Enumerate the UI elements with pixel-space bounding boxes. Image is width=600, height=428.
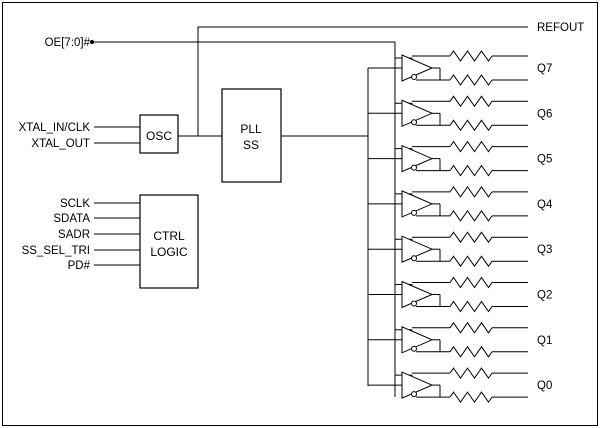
series-resistor-top	[449, 95, 493, 108]
series-resistor-bottom	[449, 164, 493, 177]
sclk-label: SCLK	[60, 198, 90, 210]
inversion-bubble	[411, 391, 417, 398]
output-buffer-triangle	[401, 144, 434, 173]
output-label-q2: Q2	[537, 290, 552, 302]
inversion-bubble	[411, 300, 417, 307]
series-resistor-bottom	[449, 255, 493, 268]
series-resistor-top	[449, 231, 493, 244]
output-label-q3: Q3	[537, 244, 552, 256]
inversion-bubble	[411, 164, 417, 171]
output-label-q4: Q4	[537, 199, 553, 211]
ctrl-logic-block	[139, 194, 199, 289]
series-resistor-top	[449, 140, 493, 153]
xtal-out-label: XTAL_OUT	[31, 138, 90, 150]
series-resistor-bottom	[449, 391, 493, 403]
oe-bus-end-dot	[90, 40, 94, 44]
output-buffer-triangle	[401, 280, 434, 309]
series-resistor-top	[449, 321, 493, 334]
inversion-bubble	[411, 74, 417, 80]
xtal-in-label: XTAL_IN/CLK	[19, 122, 91, 134]
output-label-q7: Q7	[537, 63, 552, 75]
pll-label-line1: PLL	[240, 122, 262, 136]
output-label-q1: Q1	[537, 335, 552, 347]
osc-label: OSC	[146, 129, 172, 143]
series-resistor-bottom	[449, 119, 493, 132]
inversion-bubble	[411, 209, 417, 216]
series-resistor-top	[449, 186, 493, 198]
output-stage-q2: Q2	[368, 276, 552, 313]
inversion-bubble	[411, 255, 417, 262]
refout-wire	[197, 26, 528, 136]
output-stage-q1: Q1	[368, 321, 552, 358]
series-resistor-bottom	[449, 300, 493, 313]
series-resistor-bottom	[449, 345, 493, 358]
output-stage-q6: Q6	[368, 95, 552, 132]
wiring	[90, 26, 528, 397]
ss-sel-tri-label: SS_SEL_TRI	[22, 245, 90, 257]
ctrl-label-line2: LOGIC	[150, 245, 188, 259]
inversion-bubble	[411, 345, 417, 352]
output-stage-q4: Q4	[368, 186, 553, 222]
inversion-bubble	[411, 119, 417, 126]
sadr-label: SADR	[58, 229, 90, 241]
output-stage-q5: Q5	[368, 140, 552, 177]
sdata-label: SDATA	[53, 213, 90, 225]
output-stage-q3: Q3	[368, 231, 552, 268]
pll-label-line2: SS	[243, 138, 259, 152]
series-resistor-bottom	[449, 74, 493, 86]
output-buffer-triangle	[401, 235, 434, 263]
osc-block	[139, 114, 179, 154]
ctrl-label-line1: CTRL	[153, 229, 185, 243]
output-stage-q0: Q0	[368, 367, 552, 403]
series-resistor-top	[449, 50, 493, 62]
output-label-q6: Q6	[537, 108, 552, 120]
series-resistor-top	[449, 367, 493, 379]
pll-block	[221, 88, 282, 183]
refout-label: REFOUT	[537, 22, 584, 34]
output-label-q0: Q0	[537, 380, 552, 392]
output-buffer-triangle	[401, 99, 434, 128]
output-buffer-triangle	[401, 190, 434, 218]
pd-label: PD#	[68, 260, 91, 272]
output-label-q5: Q5	[537, 154, 552, 166]
oe-label: OE[7:0]#	[45, 37, 91, 49]
output-buffer-triangle	[401, 371, 434, 399]
output-buffer-triangle	[401, 326, 434, 354]
series-resistor-top	[449, 276, 493, 289]
output-buffer-triangle	[401, 54, 434, 82]
series-resistor-bottom	[449, 210, 493, 222]
output-stage-q7: Q7	[368, 50, 552, 86]
